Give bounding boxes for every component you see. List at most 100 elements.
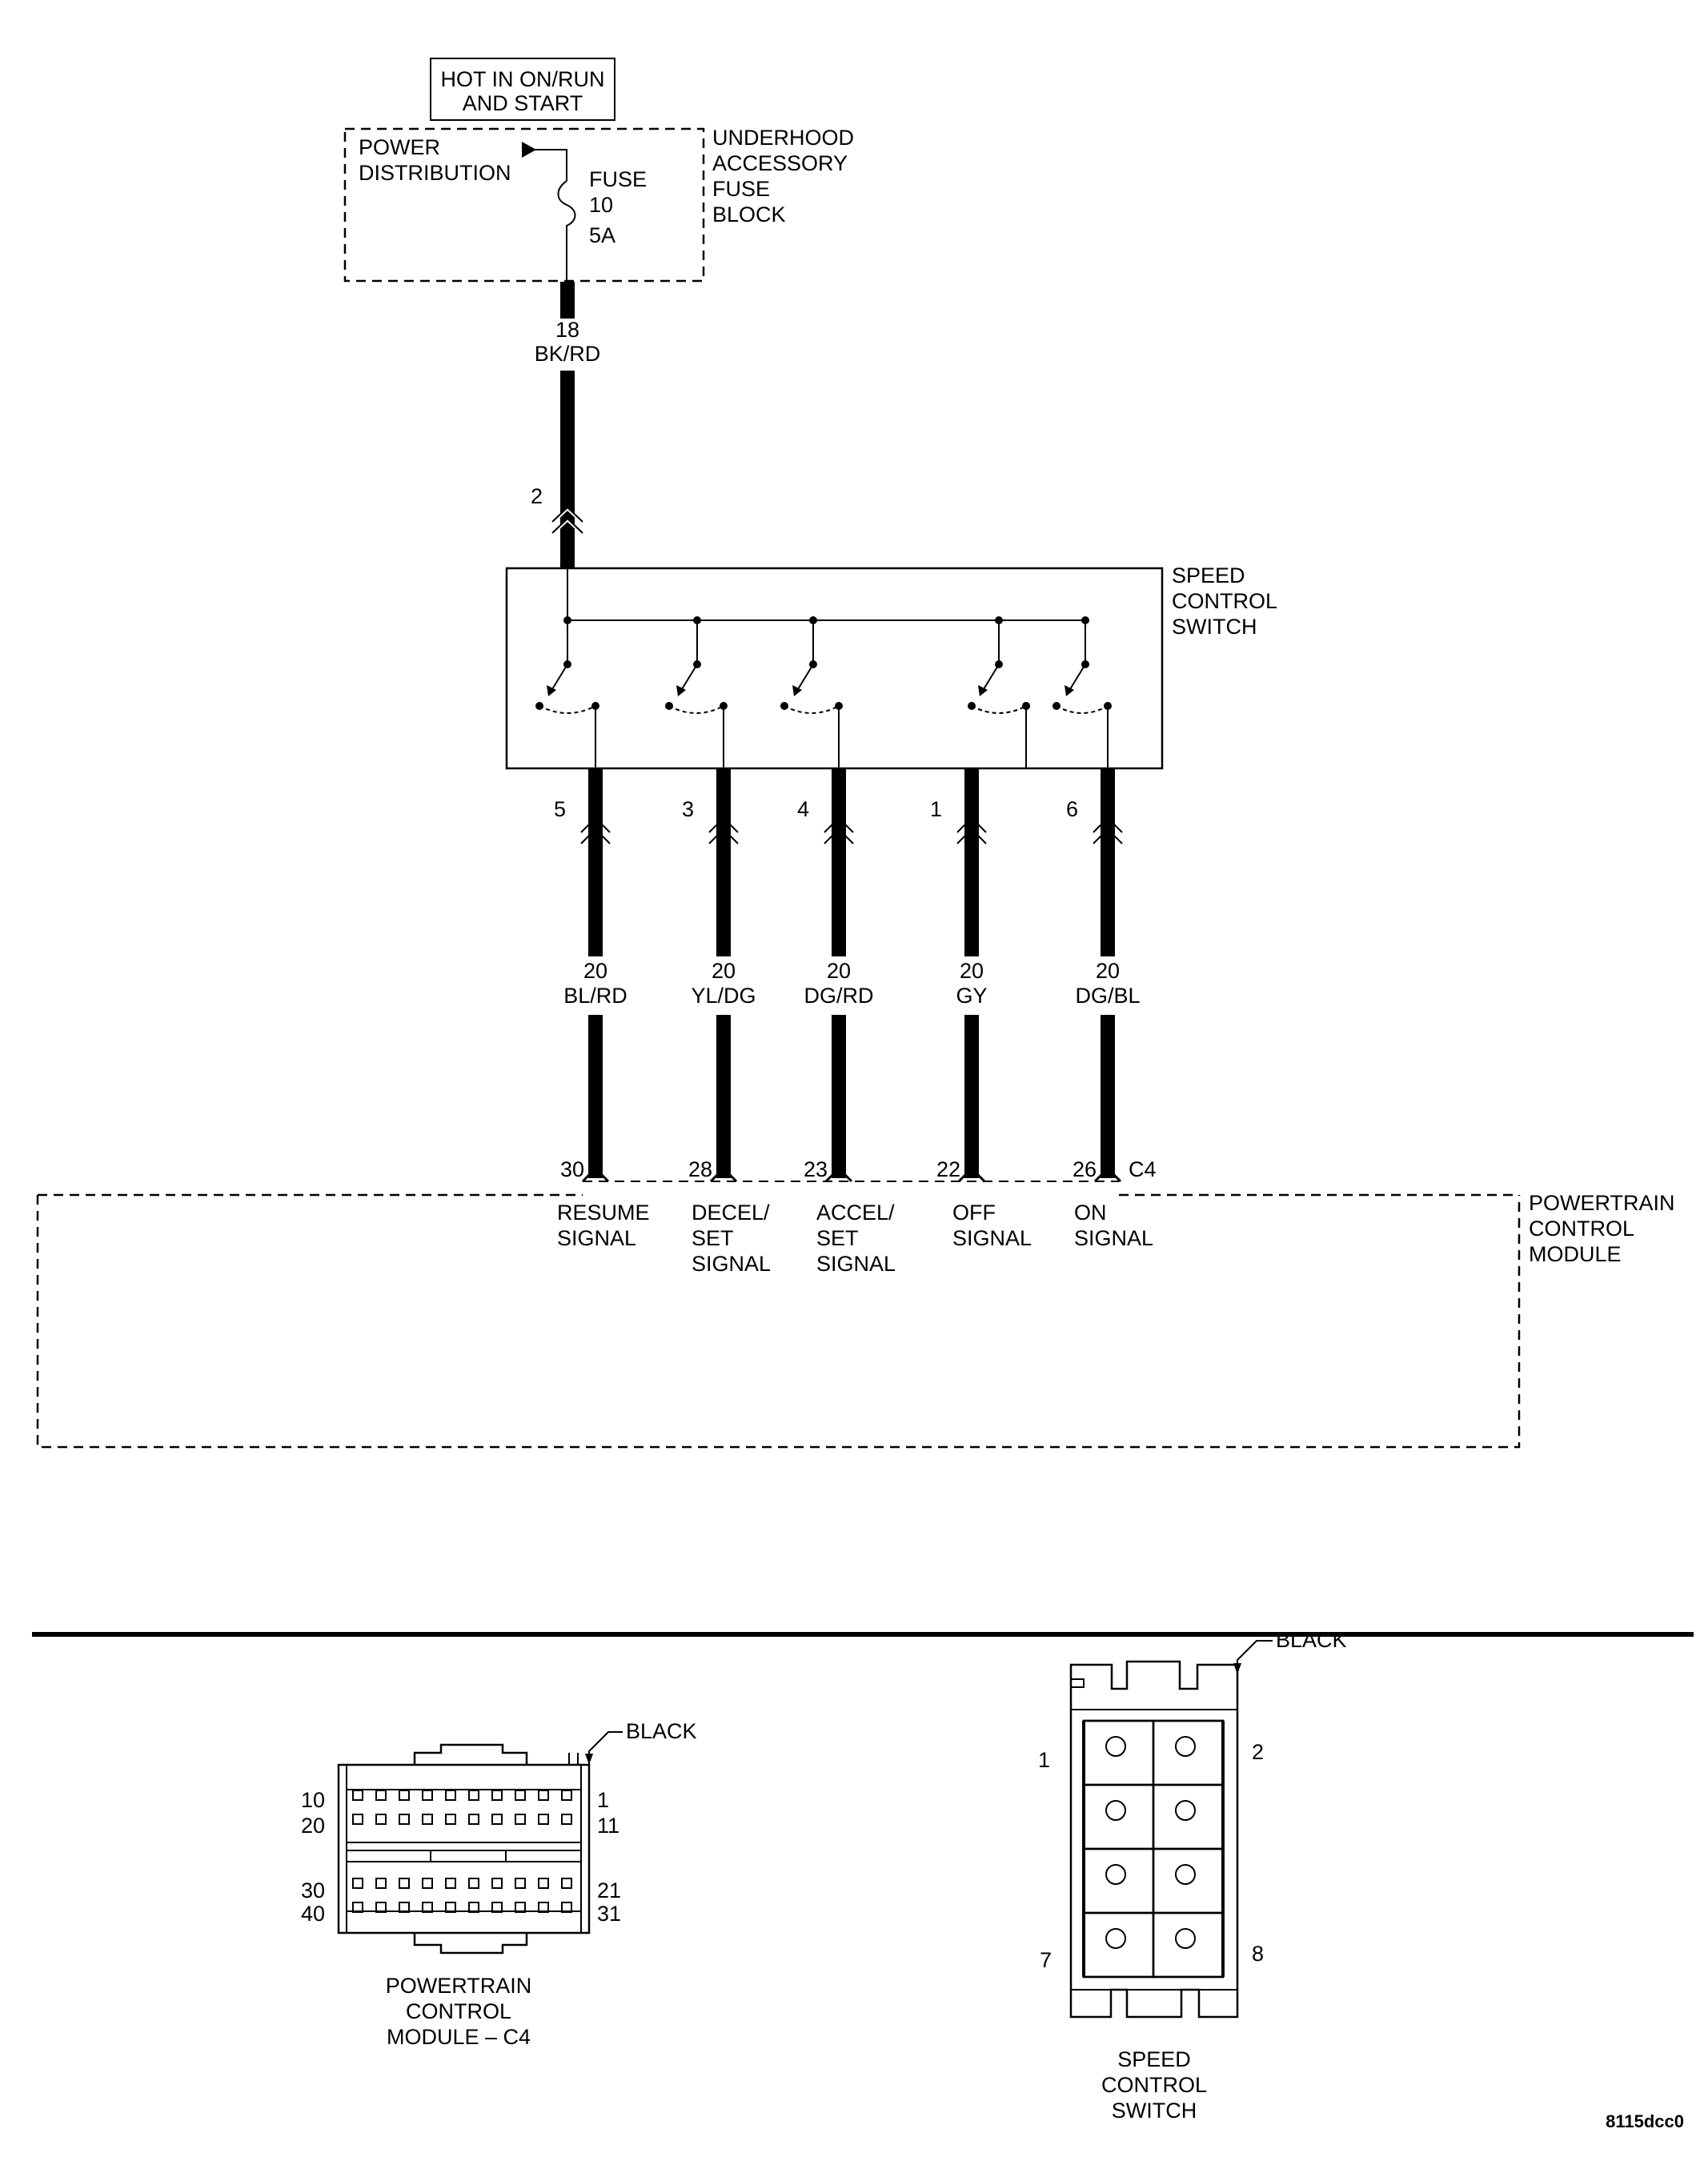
powertrain-control-module: POWERTRAIN CONTROL MODULE C4 [36, 1157, 1675, 1449]
signal-circuits: 520BL/RD30RESUMESIGNAL320YL/DG28DECEL/SE… [554, 768, 1153, 1276]
switch-pin-socket [1105, 1928, 1126, 1949]
pcm-pin-31-label: 31 [597, 1902, 621, 1926]
fuse-label-3: 5A [589, 223, 615, 247]
switch-pin-3: 3 [682, 797, 694, 821]
pcm-pin-10-label: 10 [301, 1788, 325, 1812]
pcm-pin-cavity [445, 1790, 456, 1801]
wire-color: GY [956, 984, 987, 1008]
pcm-pin-cavity [375, 1902, 387, 1913]
pcm-pin-cavity [399, 1814, 410, 1825]
pcm-pin-cavity [515, 1790, 526, 1801]
pcm-pin-cavity [561, 1790, 572, 1801]
switch-cavity [1152, 1911, 1225, 1979]
underhood-fuse-block: POWER DISTRIBUTION FUSE 10 5A UNDERHOOD … [343, 126, 854, 283]
signal-label: SIGNAL [1074, 1226, 1153, 1250]
pcm-pin-40-label: 40 [301, 1902, 325, 1926]
switch-pin-socket [1175, 1928, 1196, 1949]
fuse-block-label-4: BLOCK [712, 202, 786, 227]
pcm-caption-2: CONTROL [406, 1999, 511, 2023]
pcm-pin-cavity [538, 1878, 549, 1889]
signal-label: SIGNAL [557, 1226, 636, 1250]
wire-color: BL/RD [563, 984, 627, 1008]
pcm-pin-cavity [352, 1790, 363, 1801]
pcm-connector-id: C4 [1129, 1157, 1157, 1181]
switch-pin-8-label: 8 [1252, 1942, 1264, 1966]
switch-cavity [1152, 1783, 1225, 1850]
switch-pin-socket [1105, 1736, 1126, 1757]
pcm-label-2: CONTROL [1529, 1217, 1634, 1241]
switch-contact [665, 616, 728, 768]
pcm-pin-cavity [491, 1878, 503, 1889]
wire-gauge: 20 [583, 959, 607, 983]
pcm-pin-cavity [561, 1902, 572, 1913]
switch-cavity [1082, 1719, 1155, 1786]
pcm-pin-cavity [422, 1902, 433, 1913]
signal-label: ACCEL/ [816, 1201, 895, 1225]
switch-cavity [1082, 1911, 1155, 1979]
hot-in-run-start-box: HOT IN ON/RUN AND START [430, 58, 615, 121]
switch-contact [780, 616, 843, 768]
pcm-pin-cavity [399, 1902, 410, 1913]
switch-pin-1-label: 1 [1038, 1748, 1050, 1772]
wire-color: DG/BL [1075, 984, 1140, 1008]
switch-cavity [1082, 1847, 1155, 1914]
pcm-connector-color: BLACK [626, 1719, 697, 1743]
figure-reference: 8115dcc0 [1606, 2111, 1684, 2131]
pcm-pin-cavity [445, 1878, 456, 1889]
pcm-label-1: POWERTRAIN [1529, 1191, 1675, 1215]
pcm-pin-21-label: 21 [597, 1878, 621, 1902]
signal-label: SET [816, 1226, 859, 1250]
pcm-pin-11-label: 11 [597, 1814, 619, 1838]
wire-gauge: 20 [712, 959, 736, 983]
pcm-pin-cavity [375, 1878, 387, 1889]
wire-color: DG/RD [804, 984, 874, 1008]
signal-label: SIGNAL [692, 1252, 771, 1276]
pcm-pin-cavity [445, 1814, 456, 1825]
switch-cavity [1082, 1783, 1155, 1850]
switch-pin-6: 6 [1066, 797, 1078, 821]
fuse-label-2: 10 [589, 193, 613, 217]
pcm-pin-cavity [468, 1814, 479, 1825]
pcm-pin-cavity [399, 1790, 410, 1801]
signal-label: RESUME [557, 1201, 650, 1225]
pcm-connector-view: 10 20 30 40 1 11 21 31 BLACK POWERTRAIN … [301, 1719, 697, 2049]
power-distribution-label-1: POWER [359, 135, 440, 159]
pcm-pin-cavity [491, 1790, 503, 1801]
feed-wire-color: BK/RD [535, 342, 601, 366]
pcm-pin-cavity [422, 1790, 433, 1801]
pcm-pin-cavity [491, 1814, 503, 1825]
pcm-label-3: MODULE [1529, 1242, 1622, 1266]
pcm-pin-cavity [468, 1790, 479, 1801]
signal-label: DECEL/ [692, 1201, 770, 1225]
fuse-block-label-2: ACCESSORY [712, 151, 848, 175]
pcm-pin-1-label: 1 [597, 1788, 609, 1812]
pcm-pin-30-label: 30 [301, 1878, 325, 1902]
fuse-block-label-3: FUSE [712, 177, 770, 201]
switch-contact [535, 616, 599, 768]
switch-pin-1: 1 [930, 797, 942, 821]
switch-cavity [1152, 1847, 1225, 1914]
switch-caption-3: SWITCH [1112, 2099, 1197, 2123]
switch-contact [1052, 616, 1112, 768]
switch-caption-2: CONTROL [1101, 2073, 1207, 2097]
wire-color: YL/DG [691, 984, 756, 1008]
feed-wire: 18 BK/RD 2 [531, 282, 600, 568]
pcm-pin-cavity [468, 1902, 479, 1913]
pcm-pin-cavity [375, 1814, 387, 1825]
pcm-caption-3: MODULE – C4 [387, 2025, 531, 2049]
pcm-caption-1: POWERTRAIN [386, 1974, 532, 1998]
pcm-pin-30: 30 [560, 1157, 584, 1181]
pcm-pin-cavity [422, 1878, 433, 1889]
speed-control-switch-label-1: SPEED [1172, 563, 1245, 587]
switch-cavity [1152, 1719, 1225, 1786]
pcm-pin-cavity [515, 1814, 526, 1825]
pcm-pin-20-label: 20 [301, 1814, 325, 1838]
switch-pin-4: 4 [797, 797, 809, 821]
power-distribution-label-2: DISTRIBUTION [359, 161, 511, 185]
pcm-pin-cavity [445, 1902, 456, 1913]
